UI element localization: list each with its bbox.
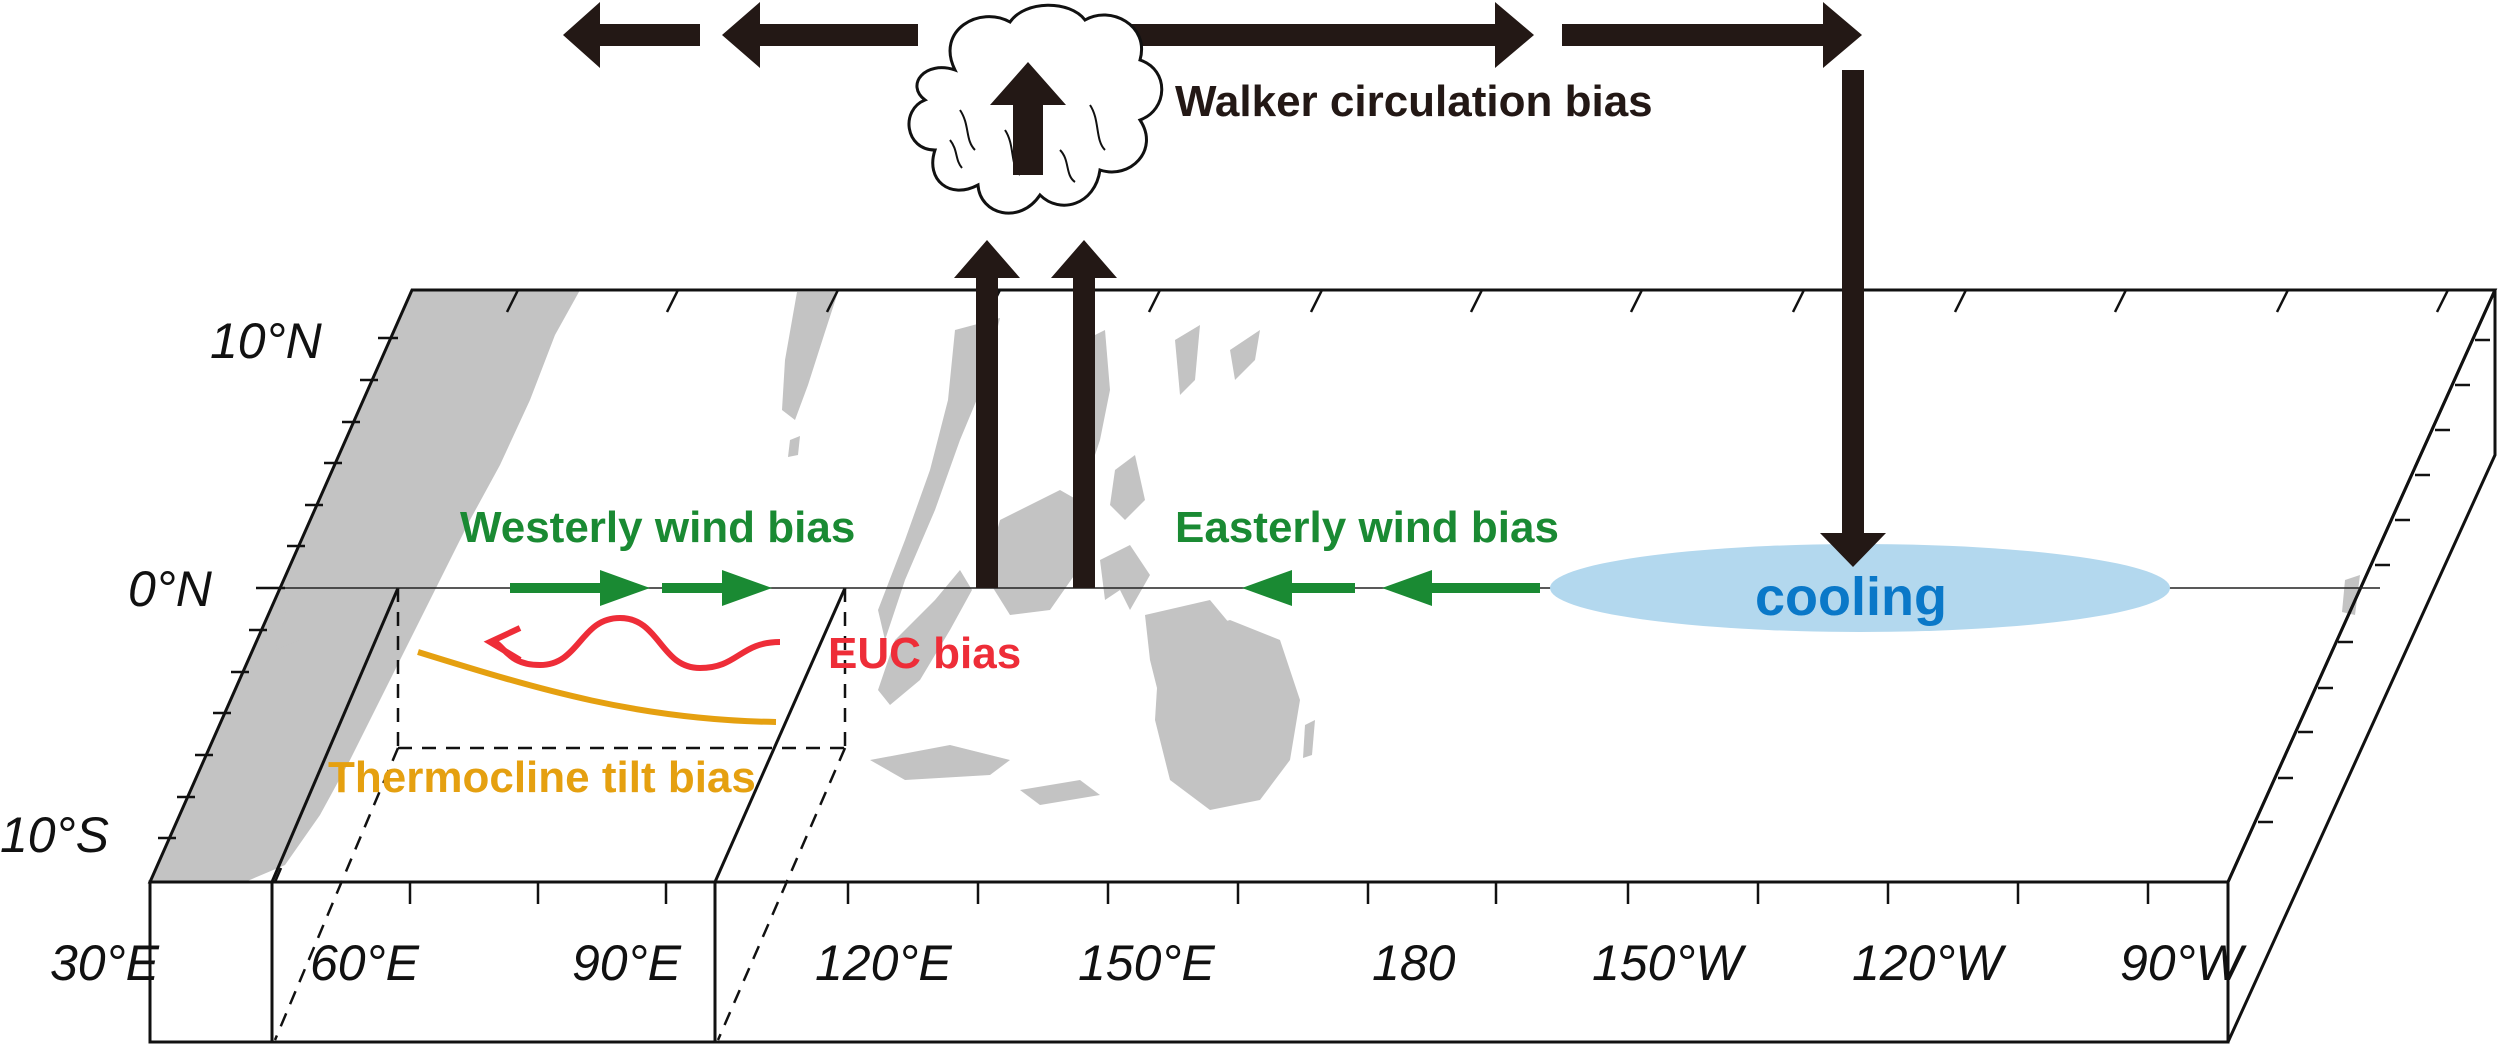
lon-label-90w: 90°W [2120, 935, 2248, 991]
euc-label: EUC bias [828, 629, 1021, 678]
euc-arrowhead [483, 625, 522, 663]
lon-label-180: 180 [1372, 935, 1456, 991]
euc-arrow [483, 614, 781, 672]
easterly-label: Easterly wind bias [1175, 503, 1559, 552]
westerly-arrows [510, 570, 772, 606]
lon-label-90e: 90°E [572, 935, 682, 991]
walker-right-arrow-1 [1130, 2, 1534, 68]
cloud-up-arrow [990, 62, 1066, 175]
walker-left-arrow-2 [722, 2, 918, 68]
euc-wave [493, 614, 781, 672]
dashed-diag-left [273, 747, 400, 1041]
easterly-arrow-1 [1242, 570, 1355, 606]
lon-label-150w: 150°W [1592, 935, 1747, 991]
land-sunda [1020, 780, 1100, 805]
thermocline-line [417, 649, 777, 725]
land-borneo [985, 490, 1095, 615]
cooling-label: cooling [1755, 567, 1947, 627]
convection-cloud [907, 3, 1164, 215]
plane-divider-2 [713, 587, 847, 883]
left-ticks [158, 336, 398, 840]
land-island-3 [1303, 720, 1315, 758]
box-front-face [148, 880, 2230, 1044]
lat-label-0n: 0°N [128, 561, 213, 617]
land-java [870, 745, 1010, 780]
land-sulawesi [1100, 545, 1150, 610]
land-indochina [878, 318, 1000, 640]
walker-left-arrow-1 [563, 2, 700, 68]
lon-label-30e: 30°E [50, 935, 160, 991]
walker-label: Walker circulation bias [1175, 77, 1653, 126]
walker-arrows [563, 2, 1886, 588]
right-ticks [2258, 338, 2490, 824]
lon-label-150e: 150°E [1078, 935, 1215, 991]
cooling-ellipse [1550, 544, 2170, 632]
top-ticks [505, 289, 2450, 313]
westerly-label: Westerly wind bias [460, 503, 855, 552]
map-box [147, 288, 2498, 1044]
lon-label-120w: 120°W [1852, 935, 2007, 991]
bottom-ticks [273, 867, 2150, 904]
lon-label-60e: 60°E [310, 935, 420, 991]
land-island-1 [1175, 325, 1200, 395]
westerly-arrow-2 [662, 570, 772, 606]
land-india [782, 292, 838, 420]
walker-up-arrow-2 [1051, 240, 1117, 588]
easterly-arrow-2 [1382, 570, 1540, 606]
land-australia [1155, 620, 1300, 810]
land-island-2 [1230, 330, 1260, 380]
walker-right-arrow-2 [1562, 2, 1862, 68]
land-masses [150, 290, 2360, 882]
westerly-arrow-1 [510, 570, 650, 606]
land-srilanka [788, 436, 800, 457]
dashed-diag-right [716, 747, 847, 1041]
lon-label-120e: 120°E [815, 935, 952, 991]
dashed-box [273, 588, 847, 1041]
land-sumatra [878, 570, 972, 705]
thermocline-label: Thermocline tilt bias [328, 753, 756, 802]
land-philippines-2 [1110, 455, 1145, 520]
lat-label-10n: 10°N [210, 313, 323, 369]
land-madagascar [275, 590, 315, 650]
lat-label-10s: 10°S [0, 807, 109, 863]
box-right-face [2226, 289, 2497, 1043]
walker-down-arrow [1820, 70, 1886, 567]
easterly-arrows [1242, 570, 1540, 606]
land-africa [150, 290, 580, 882]
land-centralamerica [2342, 575, 2360, 615]
walker-up-arrow-1 [954, 240, 1020, 588]
plane-divider-1 [270, 587, 400, 883]
